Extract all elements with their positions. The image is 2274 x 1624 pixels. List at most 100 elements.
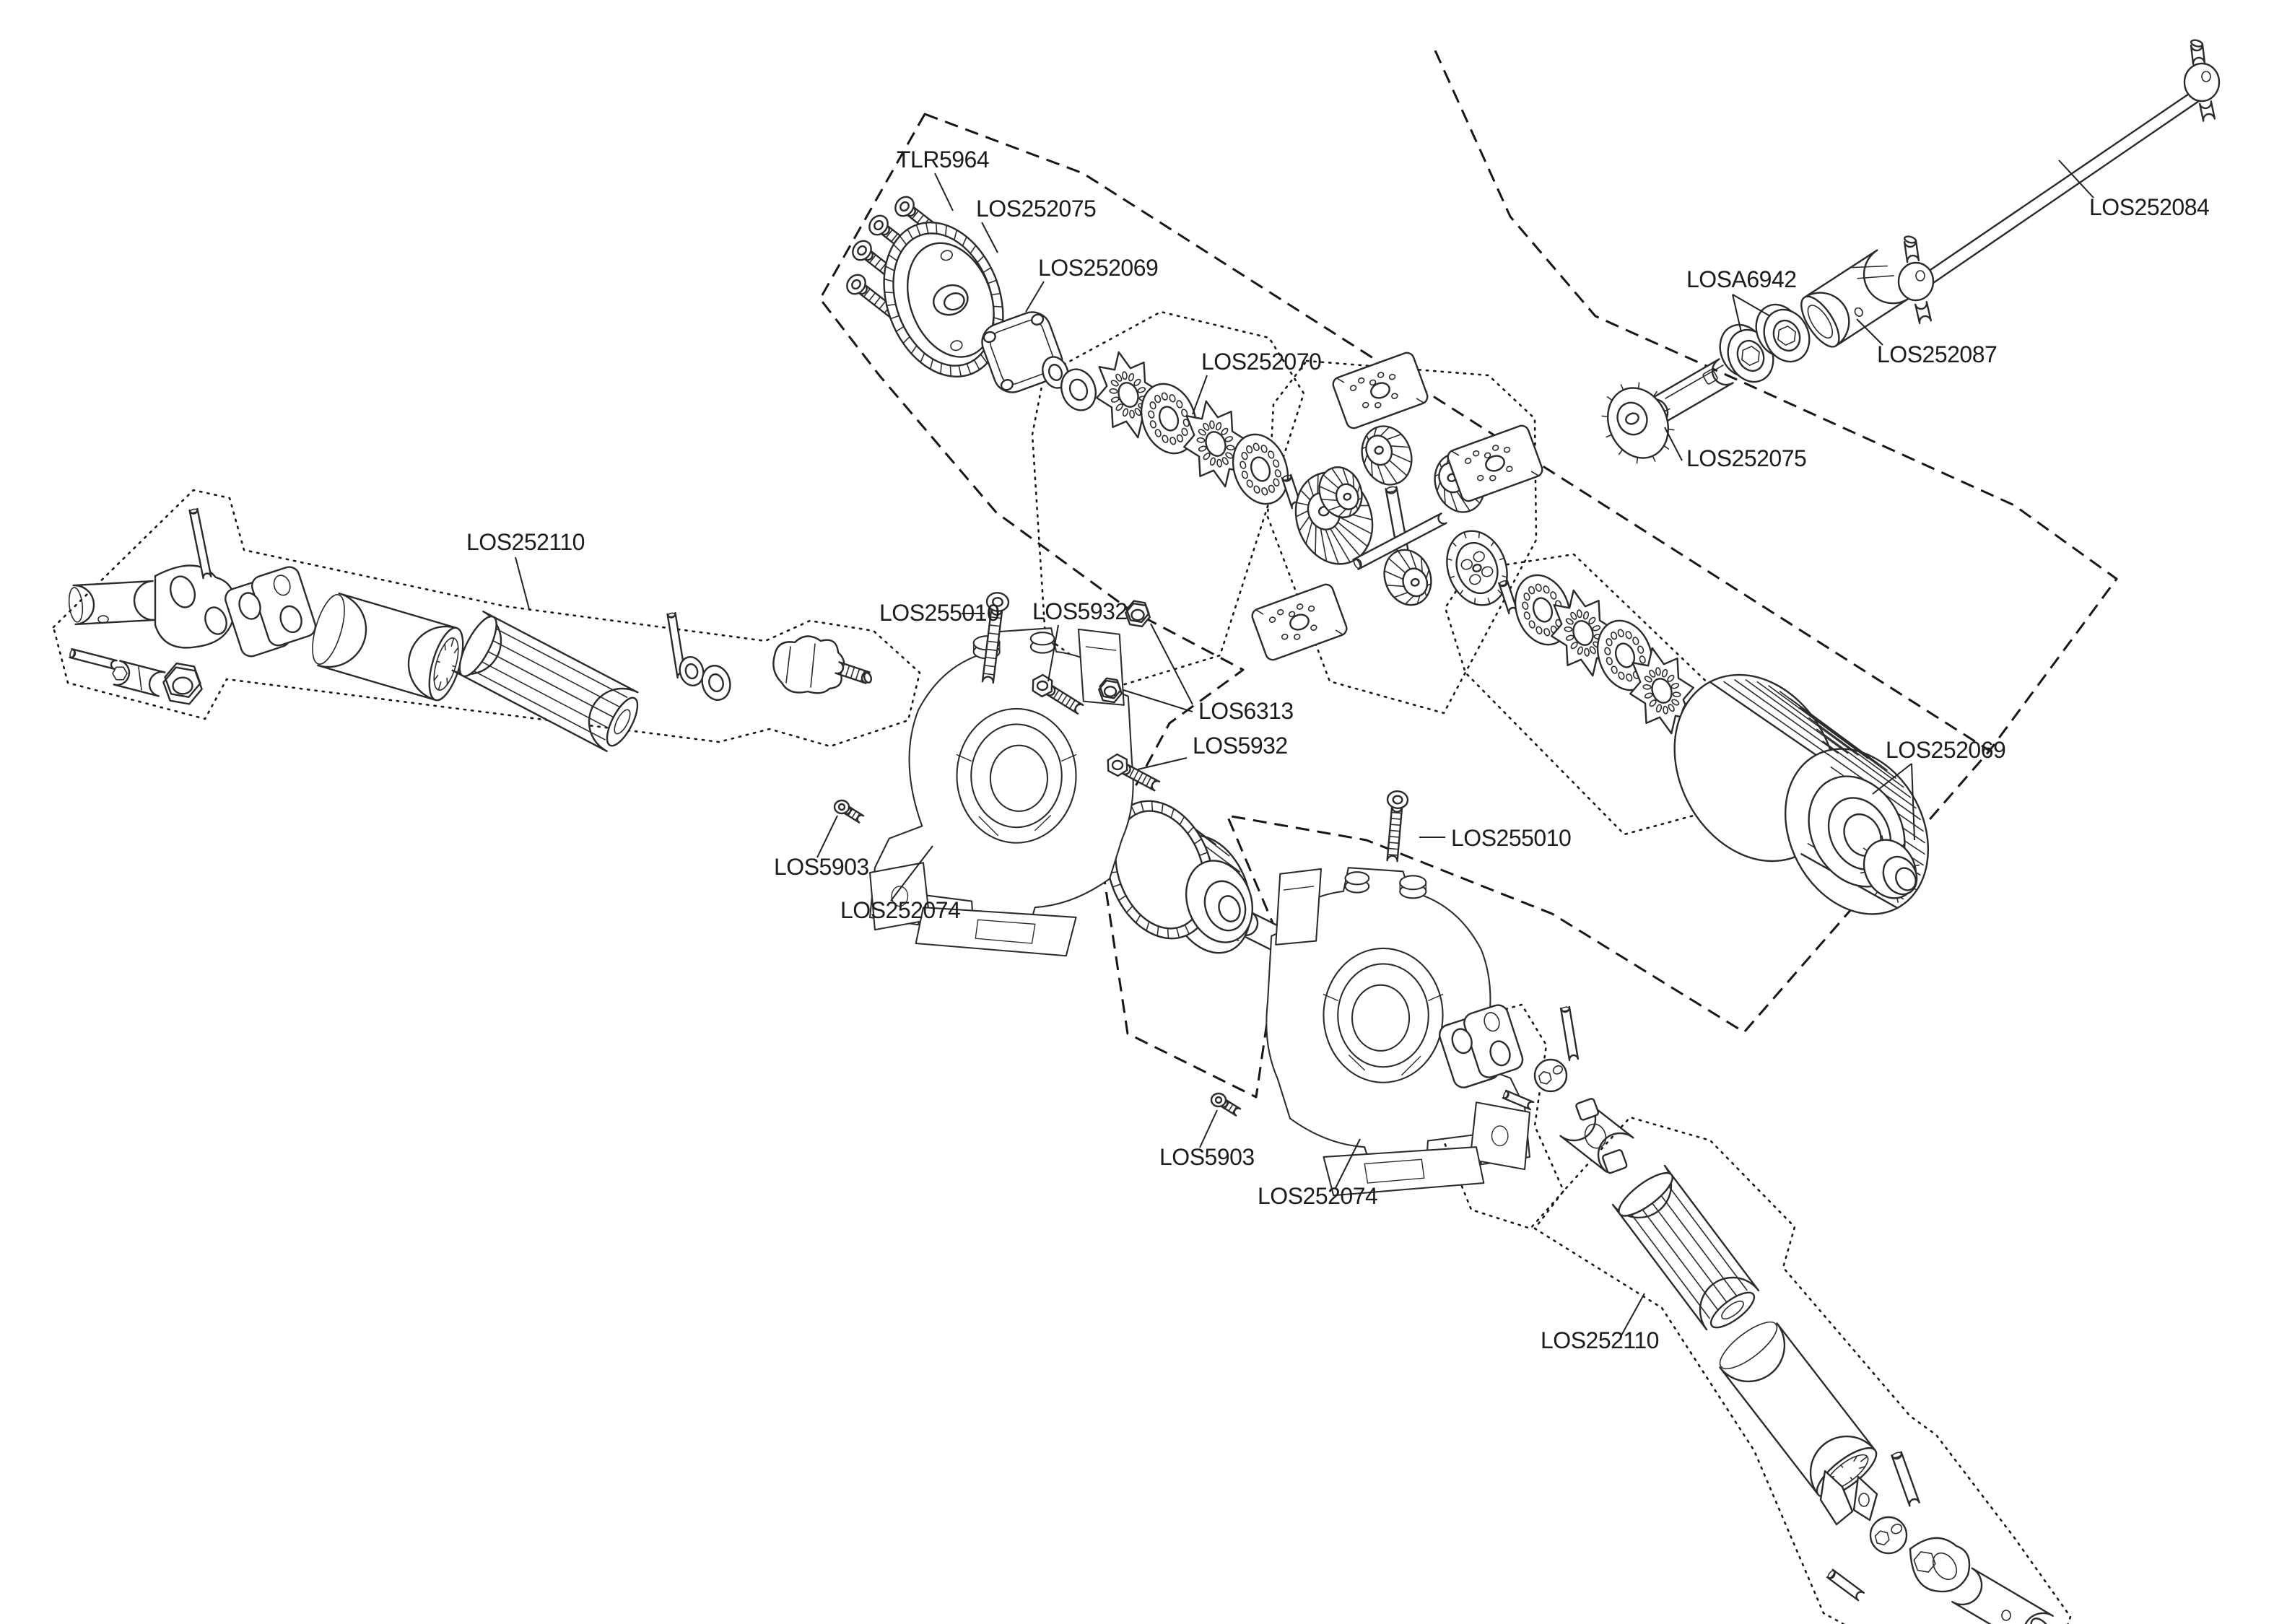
- part-label-los255010: LOS255010: [1419, 825, 1572, 851]
- pivot-block: [162, 662, 203, 705]
- cross-pin: [188, 507, 212, 580]
- part-label-losa6942: LOSA6942: [1686, 266, 1797, 333]
- part-label-text: LOS252110: [1541, 1327, 1659, 1353]
- clutch-disc-plate: [1140, 383, 1198, 455]
- boundary-main-group-outline: [819, 113, 1991, 1099]
- drive-pin: [69, 647, 118, 671]
- cross-shaft-pin: [1352, 512, 1447, 570]
- part-label-text: TLR5964: [897, 147, 989, 173]
- boundary-front-driveshaft-band: [52, 489, 921, 748]
- part-label-los252070: LOS252070: [1192, 349, 1322, 415]
- ring-gear-los252075: [883, 222, 1004, 377]
- part-label-los5932: LOS5932: [1137, 733, 1288, 770]
- bolt-los5932: [1107, 753, 1161, 792]
- spider-gear: [1318, 466, 1363, 518]
- part-label-tlr5964: TLR5964: [897, 147, 990, 211]
- clutch-star-plate: [1183, 400, 1248, 488]
- part-label-los252110: LOS252110: [466, 529, 585, 610]
- gearbox-housing-los252074: [1265, 867, 1530, 1197]
- boundary-rear-driveshaft-band: [1533, 1116, 2072, 1624]
- part-label-los5903: LOS5903: [1159, 1109, 1255, 1170]
- boundary-clutch-pack-box-right: [1444, 553, 1754, 836]
- bearing-losa6942: [1755, 303, 1811, 363]
- hex-coupler: [112, 660, 166, 697]
- part-label-text: LOS5903: [1159, 1144, 1255, 1170]
- pressure-plate: [1447, 424, 1543, 502]
- boundary-clutch-pack-box-left: [1031, 310, 1305, 689]
- uj-spider-yoke: [225, 566, 317, 658]
- pressure-plate: [1251, 583, 1348, 661]
- part-label-los252087: LOS252087: [1856, 318, 1998, 367]
- part-label-text: LOS252110: [466, 529, 585, 555]
- screw-los5903: [833, 799, 865, 824]
- part-label-text: LOS255010: [1451, 825, 1571, 851]
- splined-slider-shaft: [451, 611, 639, 752]
- part-label-text: LOS252074: [840, 897, 960, 923]
- drive-pin: [1502, 1089, 1535, 1111]
- boundary-pinion-insert-channel: [1434, 50, 2118, 751]
- shim-washer: [701, 665, 731, 701]
- drive-pin: [1826, 1568, 1865, 1602]
- part-label-los6313: LOS6313: [1123, 623, 1294, 724]
- assembled-differential: [1096, 800, 1294, 956]
- part-label-text: LOS252075: [976, 196, 1096, 222]
- clutch-disc-plate: [1514, 574, 1572, 646]
- part-label-text: LOSA6942: [1686, 266, 1797, 292]
- part-label-text: LOS252069: [1038, 255, 1158, 281]
- part-label-los255010: LOS255010: [879, 600, 1000, 626]
- part-label-text: LOS252069: [1886, 737, 2005, 763]
- splined-slider-shaft: [1611, 1164, 1760, 1331]
- diff-cap-los252069: [1860, 835, 1920, 903]
- screw-los255010: [981, 592, 1010, 684]
- pinion-gear-los252075: [1601, 358, 1734, 464]
- part-label-text: LOS6313: [1198, 698, 1294, 724]
- cross-pin: [1559, 1005, 1580, 1062]
- part-label-text: LOS252074: [1258, 1183, 1377, 1209]
- part-label-los252075: LOS252075: [976, 196, 1097, 253]
- label-layer: TLR5964LOS252075LOS252069LOS252070LOSA69…: [466, 147, 2210, 1353]
- nut-los6313: [1098, 677, 1123, 704]
- slipper-hub: [1446, 530, 1508, 606]
- clutch-star-plate: [1629, 647, 1694, 735]
- screw-los255010: [1386, 790, 1409, 863]
- dowel-pin: [1498, 579, 1518, 615]
- driveshaft-los252084: [1897, 39, 2221, 324]
- part-label-text: LOS5903: [774, 854, 869, 880]
- part-label-text: LOS252084: [2089, 194, 2209, 220]
- part-label-text: LOS252070: [1201, 349, 1321, 375]
- slider-sleeve: [312, 592, 464, 702]
- outdrive-coupler-los252087: [1800, 249, 1909, 348]
- part-label-text: LOS5932: [1032, 598, 1128, 624]
- shim-washer: [1060, 368, 1097, 411]
- clutch-disc-plate: [1232, 433, 1289, 505]
- part-label-los252069: LOS252069: [1025, 255, 1159, 313]
- uj-double-yoke: [1438, 1004, 1524, 1088]
- grub-screw: [835, 661, 872, 684]
- part-label-los252074: LOS252074: [840, 845, 961, 923]
- parts-layer: [68, 39, 2221, 1624]
- yoke-fork: [1819, 1470, 1878, 1526]
- cross-pin: [1891, 1451, 1920, 1507]
- part-label-los252084: LOS252084: [2058, 160, 2210, 220]
- coupler-ball: [1869, 1516, 1908, 1555]
- part-label-los252074: LOS252074: [1258, 1138, 1378, 1209]
- part-label-text: LOS255010: [879, 600, 999, 626]
- output-yoke-shaft: [1909, 1537, 2054, 1624]
- pressure-plate: [1332, 352, 1429, 429]
- yoke-block: [1559, 1098, 1634, 1174]
- part-label-los5903: LOS5903: [774, 815, 869, 880]
- spider-gear: [1383, 549, 1432, 606]
- part-label-los252110: LOS252110: [1541, 1293, 1659, 1353]
- part-label-text: LOS252087: [1877, 341, 1997, 367]
- coupler-ball: [1533, 1058, 1568, 1093]
- bolt-los5932: [1032, 673, 1084, 715]
- part-label-los252075: LOS252075: [1664, 427, 1807, 471]
- spider-gear: [1361, 425, 1413, 486]
- shim-washer: [679, 656, 705, 686]
- part-label-text: LOS252075: [1686, 445, 1806, 471]
- part-label-los5932: LOS5932: [1032, 598, 1128, 682]
- drive-boot: [772, 635, 845, 694]
- part-label-text: LOS5932: [1193, 733, 1288, 759]
